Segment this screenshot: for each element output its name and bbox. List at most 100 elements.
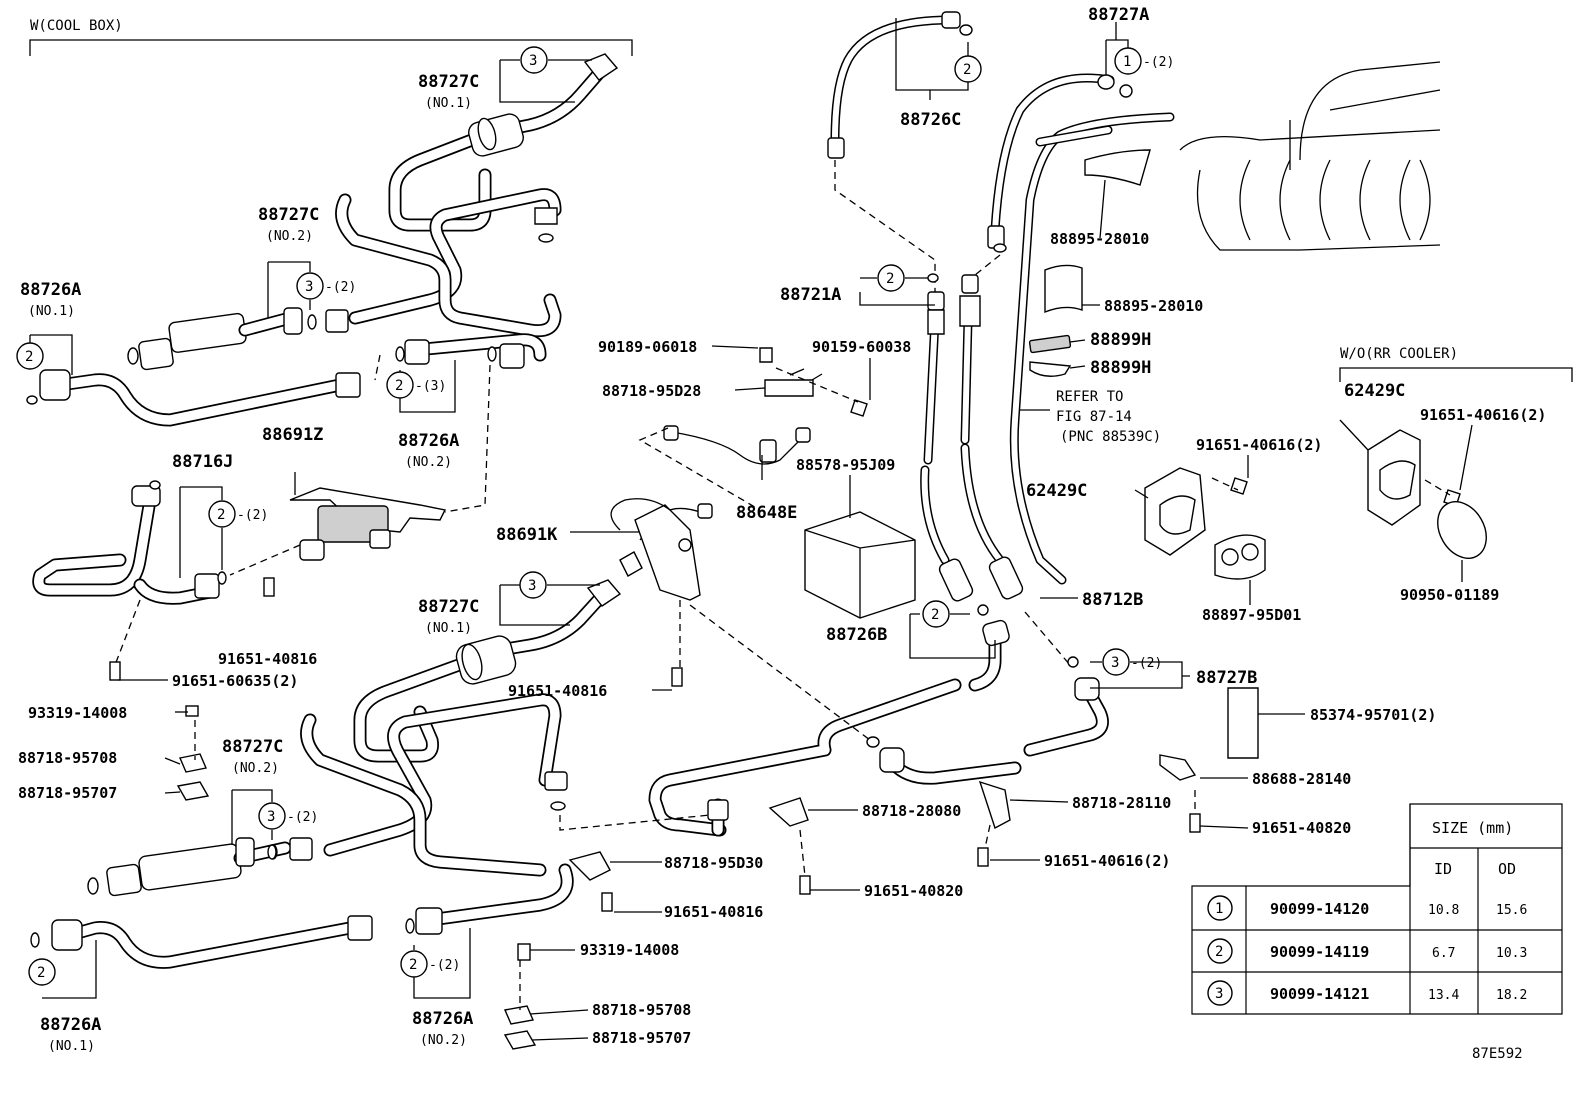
- label-88718-28110: 88718-28110: [1072, 794, 1171, 812]
- label-93319-14008-a: 93319-14008: [28, 704, 127, 722]
- cool-box-bracket: [29, 39, 633, 56]
- svg-text:3: 3: [267, 809, 275, 825]
- label-88691Z: 88691Z: [262, 425, 323, 445]
- label-88718-95708-b: 88718-95708: [592, 1001, 691, 1019]
- svg-text:3: 3: [529, 53, 537, 69]
- upper-pipe-assembly: [39, 53, 619, 427]
- clamps-and-bolts: [109, 577, 1201, 1050]
- svg-text:2: 2: [1215, 944, 1223, 960]
- label-88578-95J09: 88578-95J09: [796, 456, 895, 474]
- svg-text:(NO.1): (NO.1): [28, 304, 75, 319]
- svg-text:-(2): -(2): [325, 280, 356, 295]
- svg-text:2: 2: [886, 271, 894, 287]
- table-row: 1 90099-14120 10.8 15.6: [1207, 895, 1527, 921]
- label-88648E: 88648E: [736, 503, 797, 523]
- label-88727C-lower-no2: 88727C: [222, 737, 283, 757]
- label-90159-60038: 90159-60038: [812, 338, 911, 356]
- table-row: 3 90099-14121 13.4 18.2: [1207, 980, 1527, 1006]
- label-88716J: 88716J: [172, 452, 233, 472]
- label-88718-28080: 88718-28080: [862, 802, 961, 820]
- svg-text:2: 2: [37, 965, 45, 981]
- label-91651-40816-c: 91651-40816: [664, 903, 763, 921]
- svg-text:3: 3: [1111, 655, 1119, 671]
- label-85374-95701: 85374-95701(2): [1310, 706, 1436, 724]
- svg-text:6.7: 6.7: [1432, 946, 1455, 961]
- svg-text:2: 2: [217, 507, 225, 523]
- label-88718-95D28: 88718-95D28: [602, 382, 701, 400]
- size-table-id-header: ID: [1434, 860, 1452, 878]
- table-row: 2 90099-14119 6.7 10.3: [1207, 938, 1527, 964]
- label-88726A-lower-no2: 88726A: [412, 1009, 473, 1029]
- svg-text:90099-14121: 90099-14121: [1270, 985, 1369, 1003]
- valve-88691Z: [289, 487, 447, 561]
- label-88899H-a: 88899H: [1090, 330, 1151, 350]
- note-fig: FIG 87-14: [1056, 409, 1132, 425]
- label-91651-40616-a: 91651-40616(2): [1044, 852, 1170, 870]
- bracket-88691K: [610, 498, 701, 601]
- label-88691K: 88691K: [496, 525, 558, 545]
- vertical-lines: [827, 11, 1175, 616]
- svg-text:(NO.1): (NO.1): [48, 1039, 95, 1054]
- size-table-od-header: OD: [1498, 860, 1516, 878]
- pipe-88716J: [32, 480, 220, 605]
- svg-text:2: 2: [963, 62, 971, 78]
- svg-text:-(3): -(3): [415, 379, 446, 394]
- svg-text:3: 3: [528, 578, 536, 594]
- svg-text:2: 2: [25, 349, 33, 365]
- cool-box-section-header: W(COOL BOX): [29, 18, 633, 56]
- connector-parts: [639, 347, 868, 541]
- label-91651-40616-b: 91651-40616(2): [1196, 436, 1322, 454]
- engine-outline: [1179, 61, 1441, 251]
- label-88727C-lower-no1: 88727C: [418, 597, 479, 617]
- svg-text:-(2): -(2): [237, 508, 268, 523]
- svg-text:(NO.1): (NO.1): [425, 621, 472, 636]
- figure-code: 87E592: [1472, 1046, 1523, 1062]
- note-pnc: (PNC 88539C): [1060, 429, 1161, 445]
- svg-text:10.3: 10.3: [1496, 946, 1527, 961]
- label-88721A: 88721A: [780, 285, 841, 305]
- label-88727C-upper-no1: 88727C: [418, 72, 479, 92]
- rr-cooler-section-header: W/O(RR COOLER): [1339, 346, 1573, 382]
- label-88897-95D01: 88897-95D01: [1202, 606, 1301, 624]
- label-88688-28140: 88688-28140: [1252, 770, 1351, 788]
- label-88726A-lower-no1: 88726A: [40, 1015, 101, 1035]
- hose-88727C-no2: [168, 312, 247, 353]
- label-88899H-b: 88899H: [1090, 358, 1151, 378]
- svg-text:15.6: 15.6: [1496, 903, 1527, 918]
- svg-text:10.8: 10.8: [1428, 903, 1459, 918]
- label-91651-40816-b: 91651-40816: [508, 682, 607, 700]
- svg-text:13.4: 13.4: [1428, 988, 1459, 1003]
- circle-3: [520, 46, 548, 74]
- pipe-fitting-upper: [583, 53, 619, 81]
- svg-text:(NO.1): (NO.1): [425, 96, 472, 111]
- label-93319-14008-b: 93319-14008: [580, 941, 679, 959]
- svg-text:2: 2: [409, 957, 417, 973]
- svg-text:-(2): -(2): [287, 810, 318, 825]
- rr-cooler-label: W/O(RR COOLER): [1340, 346, 1458, 362]
- label-88727A: 88727A: [1088, 5, 1149, 25]
- label-91651-40616-c: 91651-40616(2): [1420, 406, 1546, 424]
- note-refer-to: REFER TO: [1056, 389, 1123, 405]
- size-table: SIZE (mm) ID OD 1 90099-14120 10.8 15.6 …: [1191, 803, 1563, 1015]
- label-88726C: 88726C: [900, 110, 961, 130]
- label-91651-40816-a: 91651-40816: [218, 650, 317, 668]
- svg-text:-(2): -(2): [1131, 656, 1162, 671]
- lower-pipe-assembly: [30, 579, 622, 969]
- svg-text:(NO.2): (NO.2): [405, 455, 452, 470]
- label-88727C-upper-no2: 88727C: [258, 205, 319, 225]
- label-62429C-a: 62429C: [1026, 481, 1087, 501]
- label-88712B: 88712B: [1082, 590, 1143, 610]
- svg-text:2: 2: [931, 607, 939, 623]
- rr-cooler-bracket: [1339, 367, 1573, 382]
- label-88718-95D30: 88718-95D30: [664, 854, 763, 872]
- label-62429C-b: 62429C: [1344, 381, 1405, 401]
- svg-text:1: 1: [1215, 901, 1223, 917]
- relay-88578-95J09: [804, 511, 916, 619]
- label-88726A-upper-no2: 88726A: [398, 431, 459, 451]
- label-88718-95707-a: 88718-95707: [18, 784, 117, 802]
- label-91651-40820-a: 91651-40820: [864, 882, 963, 900]
- label-91651-40820-b: 91651-40820: [1252, 819, 1351, 837]
- label-90950-01189: 90950-01189: [1400, 586, 1499, 604]
- svg-text:3: 3: [305, 279, 313, 295]
